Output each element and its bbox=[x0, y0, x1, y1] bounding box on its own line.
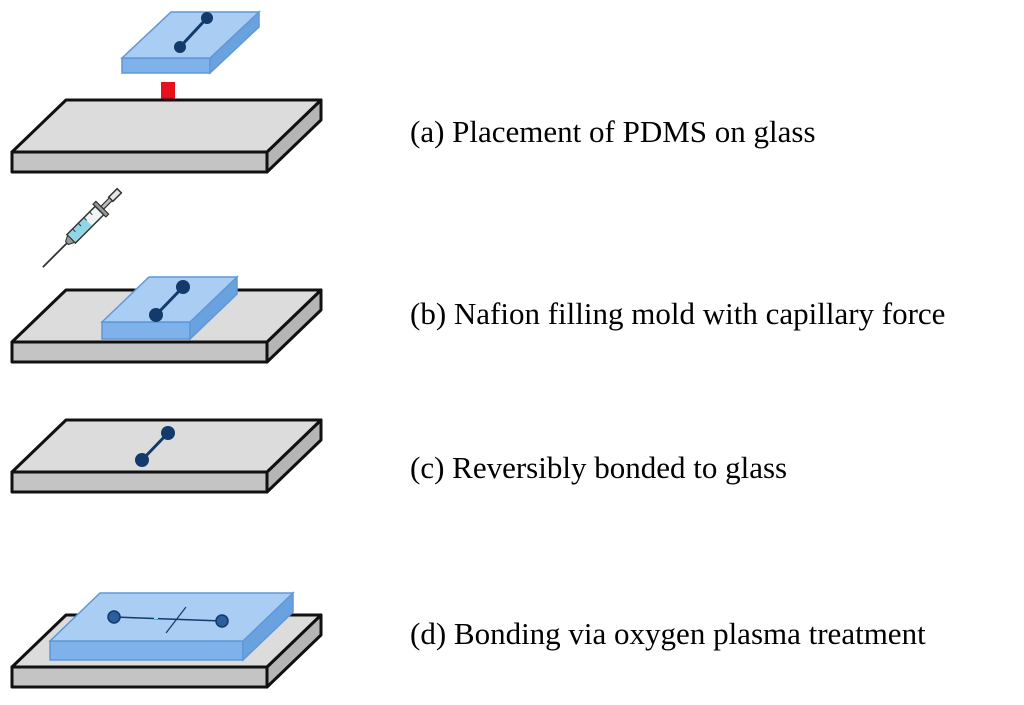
step-c-illustration bbox=[10, 418, 323, 494]
step-a-label: (a) Placement of PDMS on glass bbox=[410, 114, 816, 149]
channel-inlet-dot bbox=[135, 453, 149, 467]
channel-outlet-dot bbox=[176, 280, 190, 294]
step-d-label: (d) Bonding via oxygen plasma treatment bbox=[410, 616, 926, 651]
syringe-icon bbox=[42, 187, 123, 268]
channel-inlet-dot bbox=[174, 41, 186, 53]
channel-outlet-dot bbox=[201, 12, 213, 24]
glass-slide bbox=[10, 98, 323, 174]
step-c-label: (c) Reversibly bonded to glass bbox=[410, 450, 788, 485]
channel-outlet-dot bbox=[215, 614, 229, 628]
pdms-block bbox=[100, 275, 239, 341]
step-a-illustration bbox=[10, 10, 323, 174]
nafion-channel bbox=[135, 426, 175, 467]
pdms-layer bbox=[48, 591, 295, 662]
channel-inlet-dot bbox=[149, 308, 163, 322]
step-b-label: (b) Nafion filling mold with capillary f… bbox=[410, 296, 946, 331]
step-b-illustration bbox=[10, 187, 323, 364]
pdms-block bbox=[120, 10, 261, 75]
step-d-illustration bbox=[10, 591, 323, 689]
channel-inlet-dot bbox=[107, 610, 121, 624]
glass-slide bbox=[10, 418, 323, 494]
channel-outlet-dot bbox=[161, 426, 175, 440]
